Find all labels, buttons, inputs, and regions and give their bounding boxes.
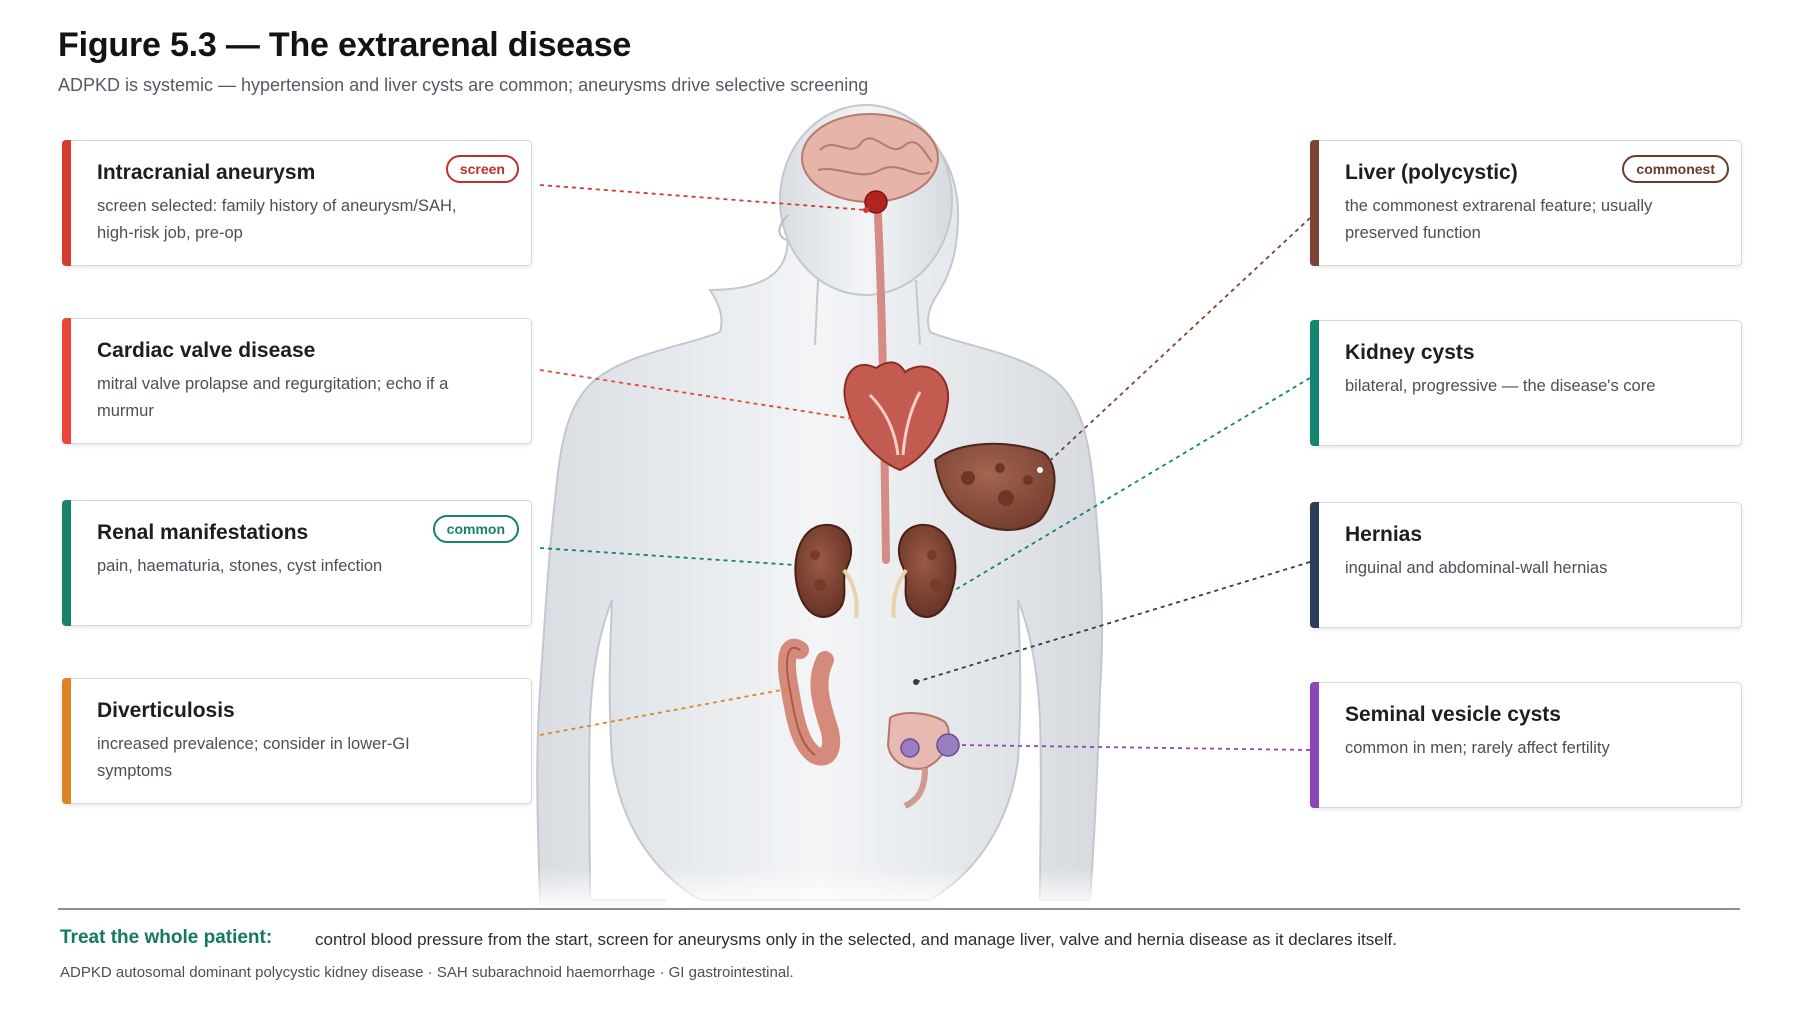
leader-line-endpoints	[863, 207, 1043, 685]
card-title: Cardiac valve disease	[97, 339, 316, 362]
card-seminal-vesicle-cysts: Seminal vesicle cysts common in men; rar…	[1310, 682, 1742, 808]
card-title: Renal manifestations	[97, 521, 309, 544]
colon-illustration	[778, 638, 841, 766]
card-accent-bar	[62, 678, 71, 804]
liver-illustration	[933, 442, 1056, 531]
card-cardiac-valve-disease: Cardiac valve disease mitral valve prola…	[62, 318, 532, 444]
card-title: Hernias	[1345, 523, 1423, 546]
card-kidney-cysts: Kidney cysts bilateral, progressive — th…	[1310, 320, 1742, 446]
card-accent-bar	[1310, 682, 1319, 808]
card-intracranial-aneurysm: Intracranial aneurysm screen selected: f…	[62, 140, 532, 266]
card-hernias: Hernias inguinal and abdominal-wall hern…	[1310, 502, 1742, 628]
card-title: Kidney cysts	[1345, 341, 1475, 364]
card-accent-bar	[62, 500, 71, 626]
card-description: increased prevalence; consider in lower-…	[97, 735, 410, 780]
card-description: the commonest extrarenal feature; usuall…	[1345, 197, 1653, 242]
abbreviations-note: ADPKD autosomal dominant polycystic kidn…	[60, 964, 794, 981]
leader-line-seminal	[957, 744, 1311, 751]
leader-line-renal	[539, 547, 796, 566]
leader-line-aneurysm	[539, 184, 867, 211]
kidneys-illustration	[794, 523, 957, 619]
badge-commonest: commonest	[1622, 155, 1729, 183]
leader-line-cardiac	[539, 369, 861, 421]
leader-lines	[539, 184, 1311, 751]
card-title: Diverticulosis	[97, 699, 235, 722]
card-accent-bar	[1310, 502, 1319, 628]
card-description: bilateral, progressive — the disease's c…	[1345, 377, 1656, 395]
figure-subtitle: ADPKD is systemic — hypertension and liv…	[58, 75, 869, 95]
card-accent-bar	[62, 140, 71, 266]
card-accent-bar	[62, 318, 71, 444]
card-accent-bar	[1310, 140, 1319, 266]
card-diverticulosis: Diverticulosis increased prevalence; con…	[62, 678, 532, 804]
card-renal-manifestations: Renal manifestations pain, haematuria, s…	[62, 500, 532, 626]
card-description: common in men; rarely affect fertility	[1345, 739, 1610, 757]
card-description: inguinal and abdominal-wall hernias	[1345, 559, 1608, 577]
leader-line-diverticulosis	[539, 687, 793, 736]
brain-illustration	[801, 113, 939, 214]
leader-line-kidney-cysts	[954, 377, 1311, 591]
heart-illustration	[843, 361, 950, 472]
footer-lead: Treat the whole patient:	[60, 927, 273, 948]
card-title: Liver (polycystic)	[1345, 161, 1518, 184]
badge-screen: screen	[445, 155, 519, 183]
badge-common: common	[432, 515, 519, 543]
card-title: Intracranial aneurysm	[97, 161, 316, 184]
leader-line-liver	[1039, 217, 1311, 471]
figure-title: Figure 5.3 — The extrarenal disease	[58, 26, 632, 64]
card-liver-polycystic: Liver (polycystic) the commonest extrare…	[1310, 140, 1742, 266]
card-title: Seminal vesicle cysts	[1345, 703, 1561, 726]
card-description: screen selected: family history of aneur…	[97, 197, 457, 242]
card-description: pain, haematuria, stones, cyst infection	[97, 557, 383, 575]
seminal-vesicles-illustration	[886, 712, 960, 809]
card-description: mitral valve prolapse and regurgitation;…	[97, 375, 449, 420]
card-accent-bar	[1310, 320, 1319, 446]
footer-divider	[58, 908, 1740, 910]
footer-text: control blood pressure from the start, s…	[315, 930, 1397, 949]
